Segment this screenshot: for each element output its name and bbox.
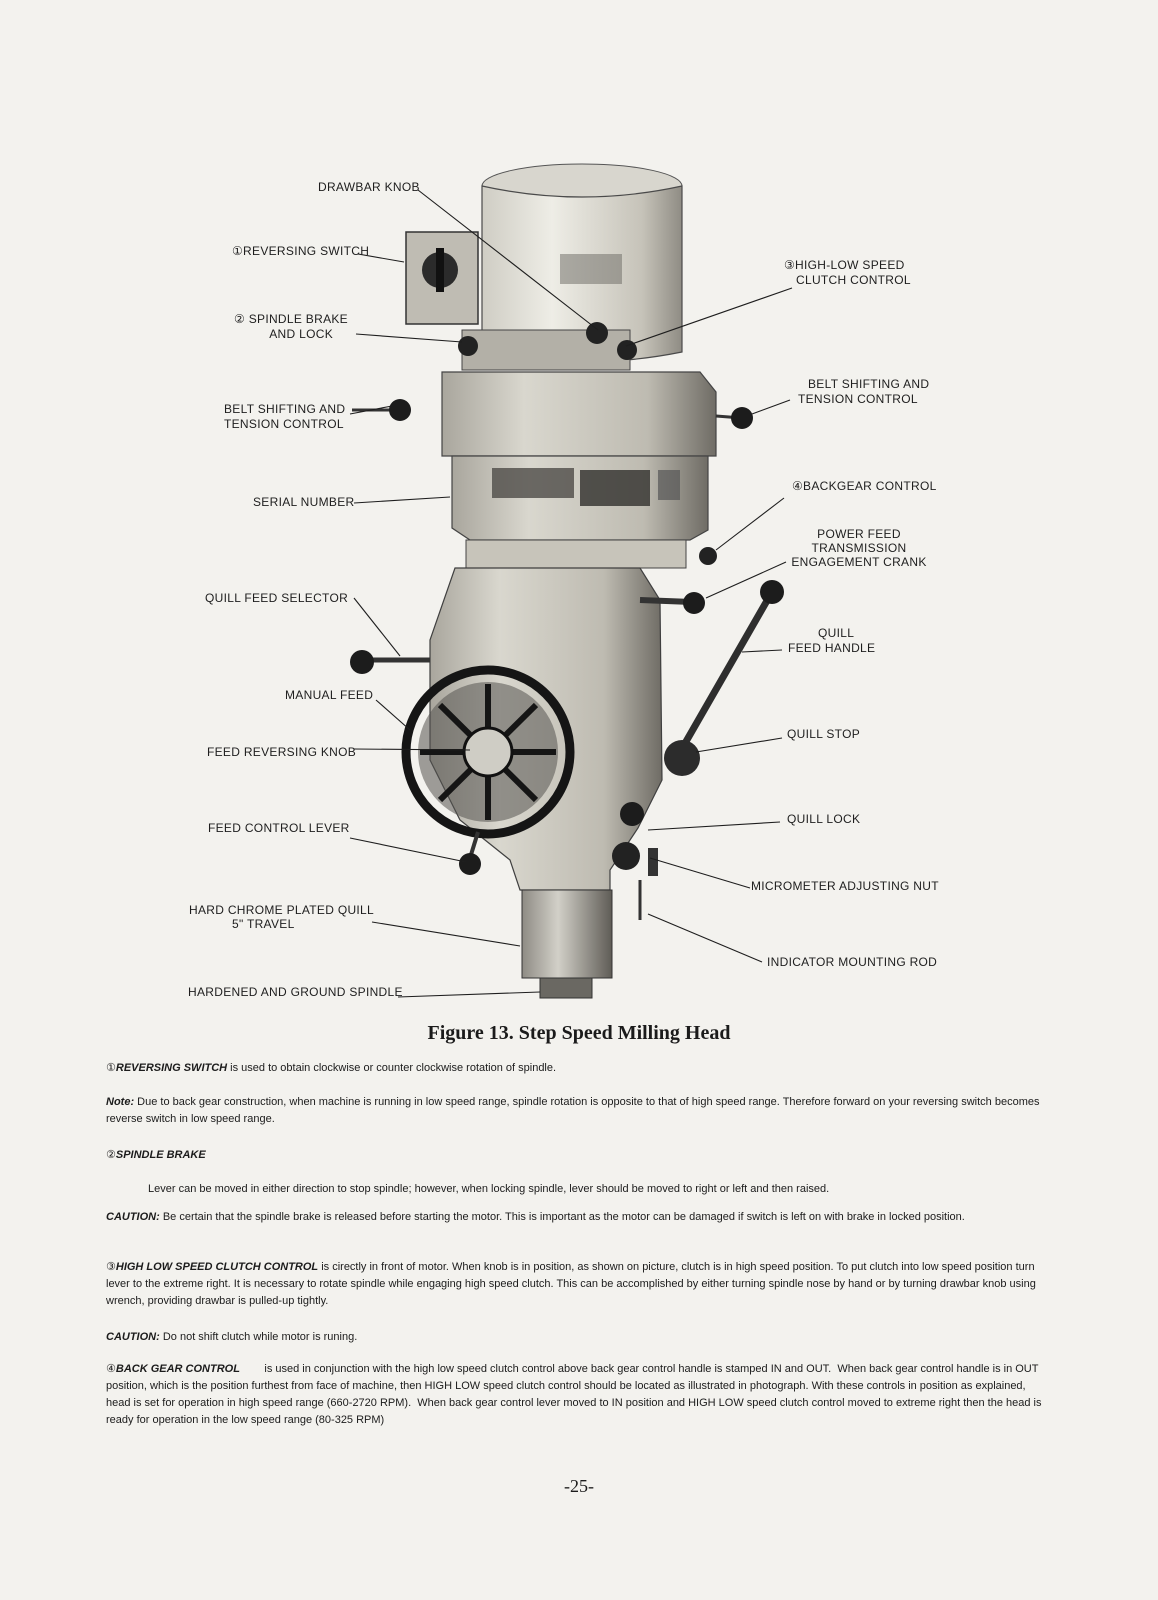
section-number: ① — [106, 1062, 116, 1074]
section-number: ② — [106, 1149, 116, 1161]
callout-quill-lock: QUILL LOCK — [787, 812, 861, 826]
callout-hardened-spindle: HARDENED AND GROUND SPINDLE — [188, 985, 403, 999]
section-heading: SPINDLE BRAKE — [115, 1149, 206, 1161]
callout-backgear-control: ④BACKGEAR CONTROL — [792, 479, 937, 493]
callout-spindle-brake-line1: ② SPINDLE BRAKE — [234, 312, 348, 326]
callout-spindle-brake-line2: AND LOCK — [269, 327, 333, 341]
section-number: ④ — [106, 1363, 116, 1375]
callout-belt-shifting-right-line2: TENSION CONTROL — [798, 392, 918, 406]
callout-leaders — [349, 189, 793, 998]
figure-caption: Figure 13. Step Speed Milling Head — [427, 1022, 731, 1044]
section-text: is cirectly in front of motor. When knob… — [106, 1261, 1036, 1307]
callout-micrometer-adjusting-nut: MICROMETER ADJUSTING NUT — [751, 879, 939, 893]
callout-reversing-switch: ①REVERSING SWITCH — [232, 244, 370, 258]
callout-power-feed-line3: ENGAGEMENT CRANK — [791, 555, 927, 569]
section-text: is used to obtain clockwise or counter c… — [227, 1062, 557, 1074]
callout-high-low-line2: CLUTCH CONTROL — [796, 273, 911, 287]
callout-indicator-mounting-rod: INDICATOR MOUNTING ROD — [767, 955, 938, 969]
callout-feed-control-lever: FEED CONTROL LEVER — [208, 821, 350, 835]
section-high-low-clutch: ③HIGH LOW SPEED CLUTCH CONTROL is cirect… — [106, 1259, 1046, 1310]
section-note: Note: Due to back gear construction, whe… — [106, 1094, 1046, 1128]
note-label: Note: — [106, 1096, 135, 1108]
note-text: Due to back gear construction, when mach… — [106, 1096, 1040, 1125]
caution-label: CAUTION: — [106, 1211, 160, 1223]
section-caution-2: CAUTION: Do not shift clutch while motor… — [106, 1329, 1046, 1346]
section-heading: HIGH LOW SPEED CLUTCH CONTROL — [115, 1261, 319, 1273]
caution-text: Be certain that the spindle brake is rel… — [159, 1211, 965, 1223]
callout-manual-feed: MANUAL FEED — [285, 688, 374, 702]
manual-feed-handwheel — [401, 665, 575, 839]
callout-hard-chrome-line2: 5" TRAVEL — [232, 917, 295, 931]
section-text: is used in conjunction with the high low… — [106, 1363, 1045, 1426]
callout-power-feed-line2: TRANSMISSION — [811, 541, 907, 555]
callout-belt-shifting-left-line1: BELT SHIFTING AND — [224, 402, 346, 416]
section-heading: REVERSING SWITCH — [115, 1062, 228, 1074]
callout-belt-shifting-left-line2: TENSION CONTROL — [224, 417, 344, 431]
callout-quill-stop: QUILL STOP — [787, 727, 861, 741]
section-heading: BACK GEAR CONTROL — [115, 1363, 240, 1375]
section-spindle-brake-heading: ②SPINDLE BRAKE — [106, 1147, 1046, 1164]
caution-label: CAUTION: — [106, 1331, 160, 1343]
quill — [521, 889, 613, 979]
callout-high-low-line1: ③HIGH-LOW SPEED — [784, 258, 905, 272]
section-back-gear-control: ④BACK GEAR CONTROL is used in conjunctio… — [106, 1361, 1046, 1429]
callout-hard-chrome-line1: HARD CHROME PLATED QUILL — [189, 903, 375, 917]
section-reversing-switch: ①REVERSING SWITCH is used to obtain cloc… — [106, 1060, 1046, 1077]
page-number: -25- — [564, 1476, 594, 1496]
callout-quill-feed-handle-line1: QUILL — [818, 626, 855, 640]
caution-text: Do not shift clutch while motor is runin… — [159, 1331, 358, 1343]
section-caution-1: CAUTION: Be certain that the spindle bra… — [106, 1209, 1046, 1226]
callout-quill-feed-handle-line2: FEED HANDLE — [788, 641, 876, 655]
section-spindle-brake-text: Lever can be moved in either direction t… — [148, 1183, 830, 1195]
callout-belt-shifting-right-line1: BELT SHIFTING AND — [808, 377, 930, 391]
section-number: ③ — [106, 1261, 116, 1273]
spindle-nose — [539, 977, 593, 999]
callout-serial-number: SERIAL NUMBER — [253, 495, 355, 509]
belt-housing — [441, 371, 717, 457]
callout-drawbar-knob: DRAWBAR KNOB — [318, 180, 420, 194]
head-neck — [465, 539, 687, 569]
callout-feed-reversing-knob: FEED REVERSING KNOB — [207, 745, 357, 759]
callout-power-feed-line1: POWER FEED — [817, 527, 901, 541]
callout-quill-feed-selector: QUILL FEED SELECTOR — [205, 591, 349, 605]
